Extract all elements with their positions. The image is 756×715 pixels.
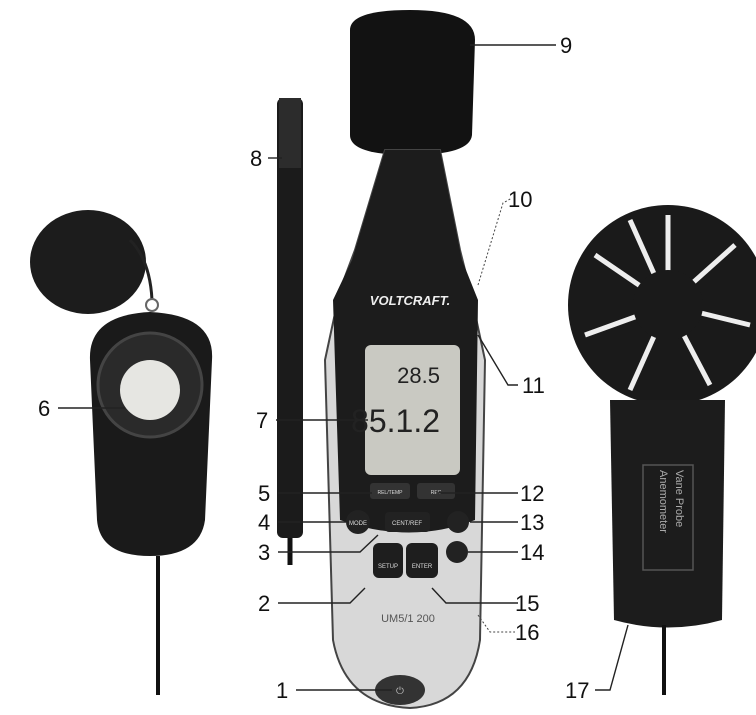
- callout-2: 2: [258, 591, 270, 616]
- callout-10: 10: [508, 187, 532, 212]
- vane-hub: [633, 270, 703, 340]
- display-main-value: 85.1.2: [351, 403, 440, 439]
- callout-numbers: 1 2 3 4 5 6 7 8 9 10 11 12 13 14 15 16 1…: [38, 33, 589, 703]
- mode-button[interactable]: [346, 510, 370, 534]
- probe-label-line2: Vane Probe: [673, 470, 685, 527]
- power-button[interactable]: [375, 675, 425, 705]
- mode-label: MODE: [349, 521, 367, 527]
- callout-leaders: [58, 44, 629, 691]
- anemometer: Anemometer Vane Probe: [568, 205, 756, 695]
- humidity-probe: [277, 98, 303, 565]
- rec-button[interactable]: [417, 483, 455, 499]
- center-button[interactable]: [385, 512, 430, 532]
- light-meter: [30, 210, 213, 695]
- anemometer-handle: [610, 400, 725, 628]
- callout-13: 13: [520, 510, 544, 535]
- setup-label: SETUP: [378, 564, 398, 570]
- lcd-display: [365, 345, 460, 475]
- light-sensor-sphere: [120, 360, 180, 420]
- enter-label: ENTER: [412, 564, 433, 570]
- callout-14: 14: [520, 540, 544, 565]
- rel-temp-label: REL/TEMP: [377, 490, 403, 496]
- probe-label-box: [642, 464, 694, 571]
- cap-strap: [128, 238, 154, 301]
- rel-temp-button[interactable]: [370, 483, 410, 499]
- callout-4: 4: [258, 510, 270, 535]
- display-secondary-value: 28.5: [397, 363, 440, 388]
- windscreen: [350, 10, 475, 155]
- callout-11: 11: [522, 373, 545, 398]
- callout-8: 8: [250, 146, 262, 171]
- setup-button[interactable]: [373, 543, 403, 578]
- callout-17: 17: [565, 678, 589, 703]
- callout-16: 16: [515, 620, 539, 645]
- up-button[interactable]: [447, 511, 469, 533]
- enter-button[interactable]: [406, 543, 438, 578]
- lens-cap: [30, 210, 146, 314]
- callout-5: 5: [258, 481, 270, 506]
- callout-6: 6: [38, 396, 50, 421]
- main-meter: VOLTCRAFT. 28.5 85.1.2 REL/TEMP REC MODE…: [323, 10, 487, 710]
- callout-1: 1: [276, 678, 288, 703]
- meter-front-panel: [333, 150, 478, 533]
- callout-9: 9: [560, 33, 572, 58]
- callout-7: 7: [256, 408, 268, 433]
- callout-12: 12: [520, 481, 544, 506]
- probe-label-line1: Anemometer: [657, 470, 669, 533]
- down-button[interactable]: [446, 541, 468, 563]
- power-icon: ⏻: [396, 686, 404, 697]
- center-label: CENT/REF: [392, 521, 422, 527]
- callout-3: 3: [258, 540, 270, 565]
- model-name: UM5/1 200: [381, 613, 435, 625]
- callout-15: 15: [515, 591, 539, 616]
- strap-ring: [145, 298, 159, 312]
- brand-logo: VOLTCRAFT.: [370, 293, 450, 308]
